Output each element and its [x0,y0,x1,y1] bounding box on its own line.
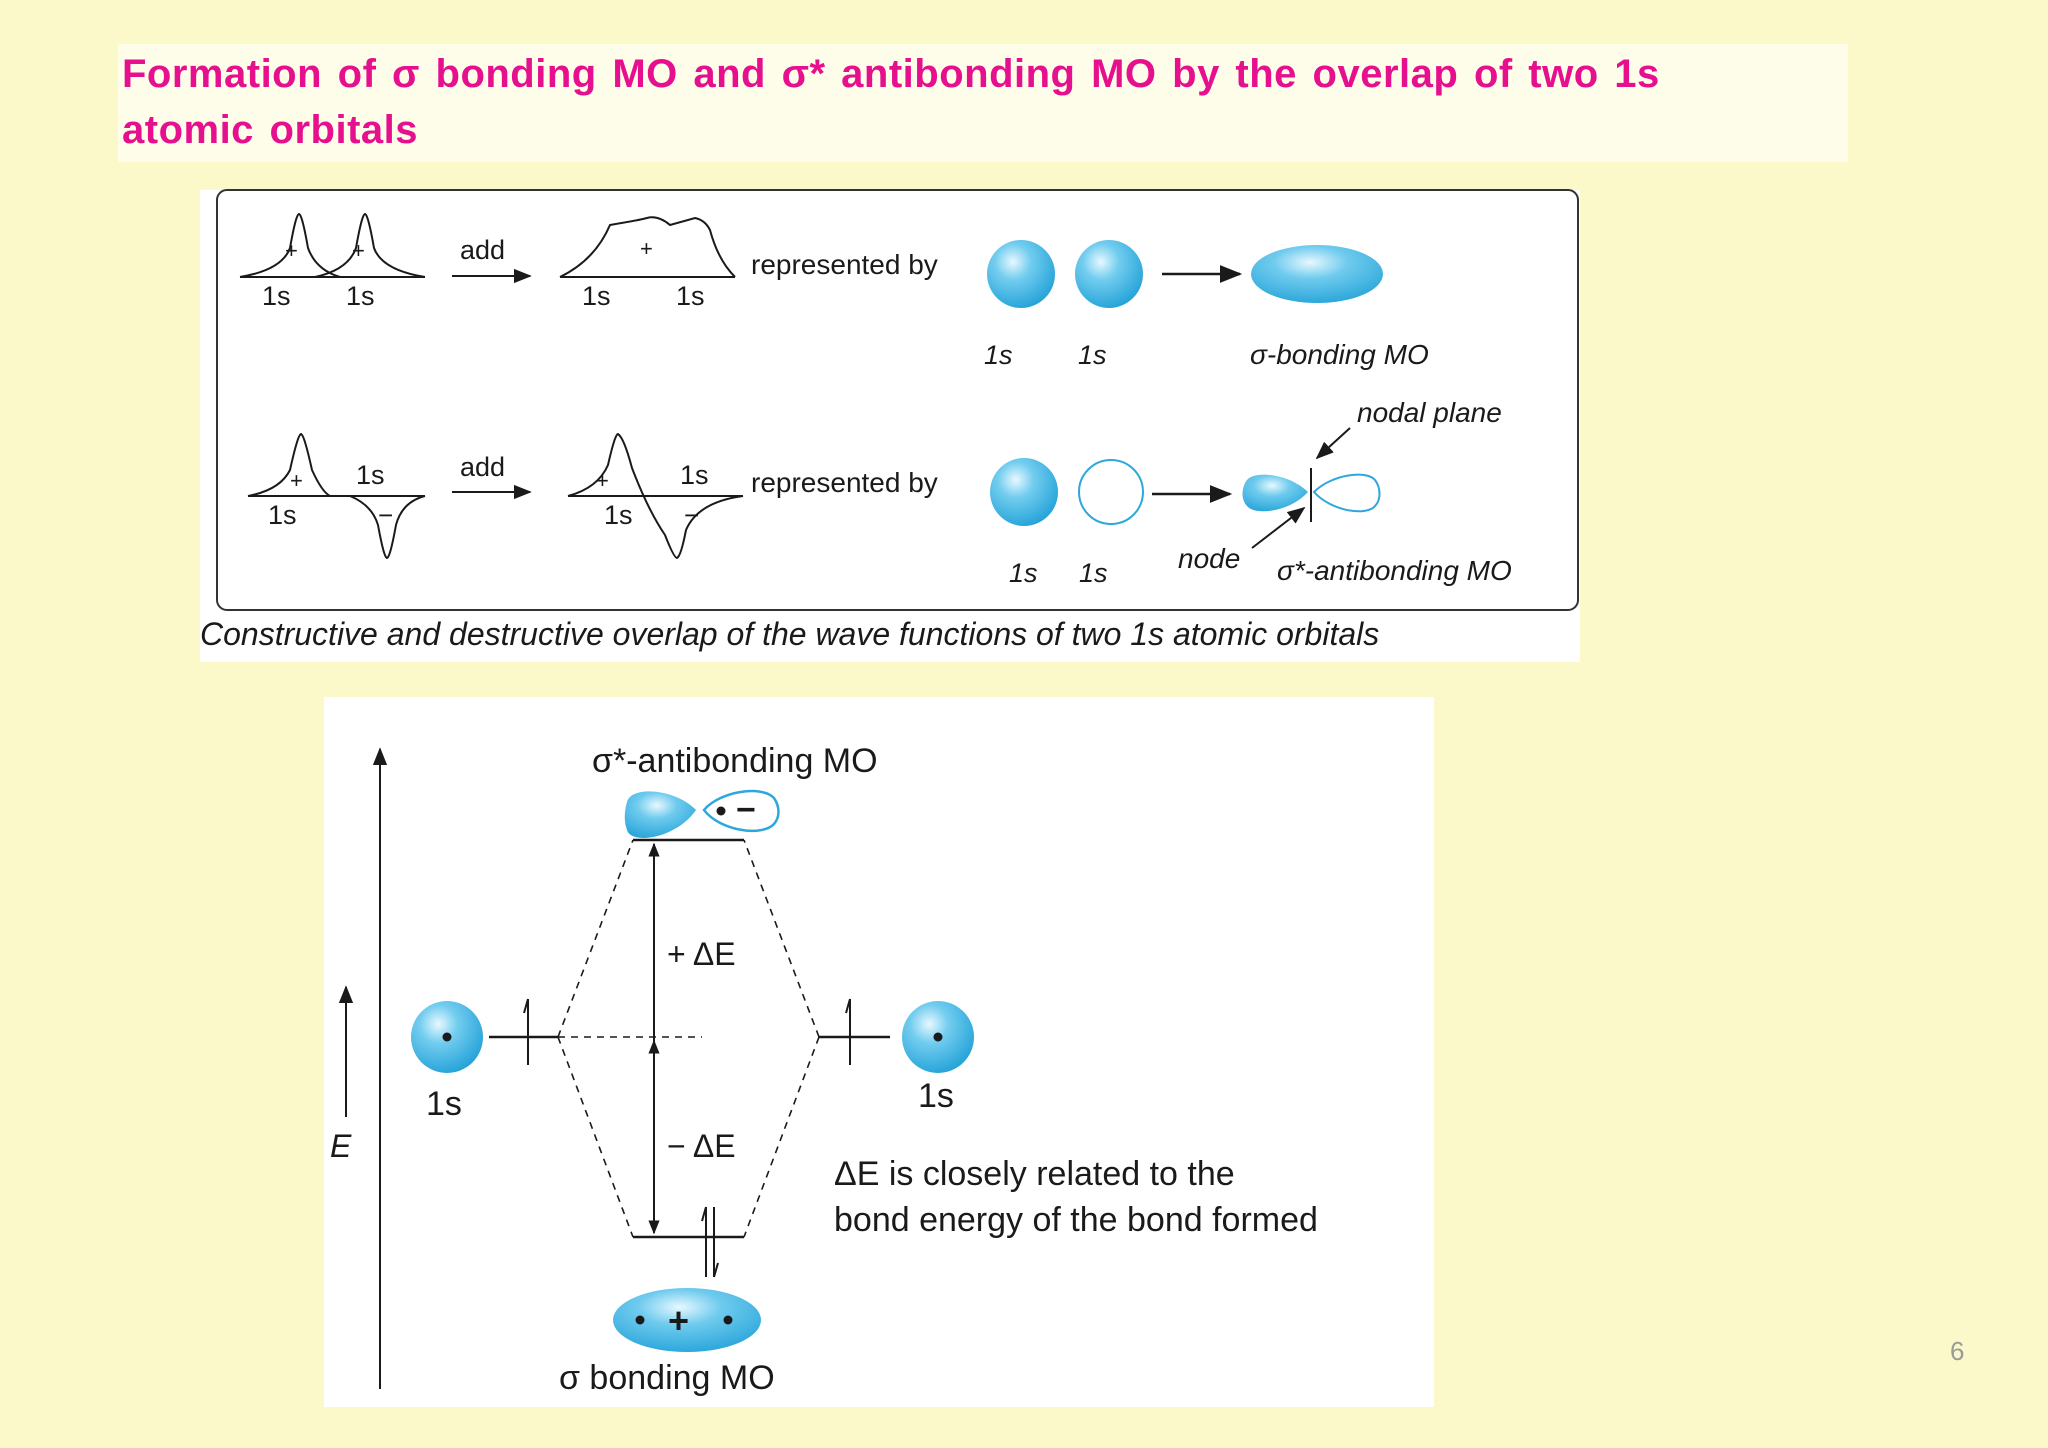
label-1s: 1s [676,281,705,311]
add-label: add [460,235,505,265]
sigma-antibonding-label: σ*-antibonding MO [1277,555,1512,586]
difference-wave [567,432,744,560]
label-1s: 1s [1079,558,1108,588]
constructive-overlap-row: + + 1s 1s add + 1s 1s represented by 1s … [239,212,1429,370]
1s-orbital-sphere [987,240,1055,308]
antibonding-lobe-negative [1312,473,1381,513]
label-1s: 1s [356,460,385,490]
spin-up-arrowhead [523,998,529,1014]
label-1s: 1s [984,340,1013,370]
sigma-bonding-label: σ-bonding MO [1250,339,1429,370]
antibonding-mo-label: σ*-antibonding MO [592,742,878,780]
label-1s: 1s [604,500,633,530]
bonding-mo-label: σ bonding MO [559,1359,775,1397]
node-pointer [1251,506,1306,549]
plus-sign: + [290,468,303,493]
minus-sign: − [378,500,393,530]
node-label: node [1178,543,1240,574]
spin-up-arrowhead [845,998,851,1014]
note-line-2: bond energy of the bond formed [834,1201,1318,1239]
sigma-bonding-orbital [1251,245,1383,303]
minus-delta-e-label: − ΔE [667,1128,736,1164]
antibonding-lobe-positive [1242,474,1308,512]
label-1s: 1s [346,281,375,311]
add-label: add [460,452,505,482]
minus-sign: − [736,791,756,829]
figure-frame [216,189,1579,611]
correlation-lines [557,839,820,1238]
label-1s: 1s [1009,558,1038,588]
plus-sign: + [352,238,365,263]
label-1s: 1s [268,500,297,530]
1s-orbital-sphere [1075,240,1143,308]
nucleus-dot [723,1315,733,1325]
1s-orbital-sphere [990,458,1058,526]
nodal-plane-pointer [1315,427,1351,460]
nucleus-dot [442,1032,452,1042]
slide-title: Formation of σ bonding MO and σ* antibon… [118,44,1848,162]
represented-by-label: represented by [751,249,938,280]
minus-sign: − [684,500,699,530]
title-line-2: atomic orbitals [122,108,419,152]
1s-wave-pair-opposite-phase [247,432,426,560]
plus-sign: + [285,238,298,263]
overlap-figure: + + 1s 1s add + 1s 1s represented by 1s … [200,189,1580,662]
plus-sign: + [640,236,653,261]
note-line-1: ΔE is closely related to the [834,1155,1235,1193]
right-1s-label: 1s [918,1077,954,1115]
energy-axis-label: E [330,1128,352,1164]
represented-by-label: represented by [751,467,938,498]
1s-wave-pair [239,212,426,278]
spin-down-arrowhead [713,1262,719,1278]
nodal-plane-label: nodal plane [1357,397,1502,428]
nucleus-dot [635,1315,645,1325]
plus-sign: + [596,468,609,493]
destructive-overlap-row: + − 1s 1s add + − 1s 1s represented by 1… [247,397,1512,588]
label-1s: 1s [1078,340,1107,370]
summed-wave [559,216,736,278]
title-line-1: Formation of σ bonding MO and σ* antibon… [122,52,1660,96]
slide-number: 6 [1950,1336,1965,1366]
antibonding-lobe-positive [624,791,696,838]
plus-delta-e-label: + ΔE [667,936,736,972]
plus-sign: + [668,1300,689,1341]
sigma-bonding-orbital [613,1288,761,1352]
nucleus-dot [933,1032,943,1042]
1s-orbital-opposite-phase [1078,459,1144,525]
label-1s: 1s [680,460,709,490]
spin-up-arrowhead [701,1206,707,1222]
antibonding-lobe-negative [702,789,780,832]
mo-energy-diagram: E σ*-antibonding MO − + ΔE − ΔE 1s 1s + … [330,742,1318,1397]
label-1s: 1s [262,281,291,311]
figure-caption: Constructive and destructive overlap of … [200,616,1379,652]
left-1s-label: 1s [426,1085,462,1123]
label-1s: 1s [582,281,611,311]
nucleus-dot [716,806,726,816]
overlap-diagram: + + 1s 1s add + 1s 1s represented by 1s … [200,189,1579,652]
energy-level-figure: E σ*-antibonding MO − + ΔE − ΔE 1s 1s + … [324,697,1434,1407]
